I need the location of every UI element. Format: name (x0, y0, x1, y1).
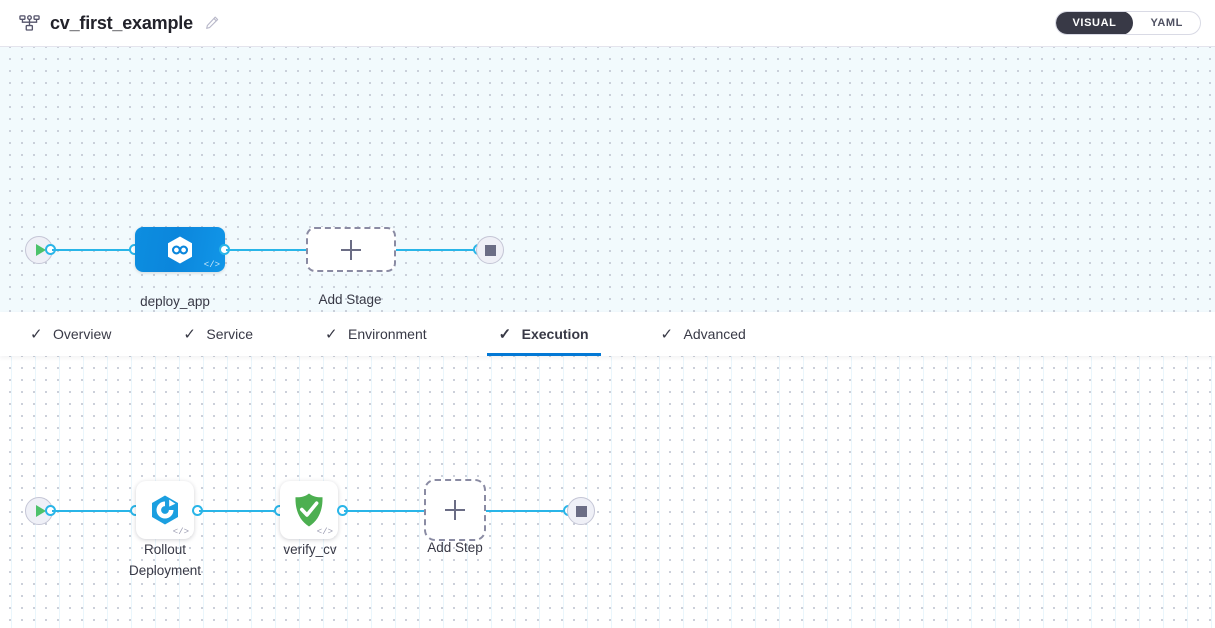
play-triangle (35, 244, 46, 256)
stage-label-add-stage: Add Stage (318, 292, 382, 307)
tab-service[interactable]: ✓ Service (171, 312, 265, 356)
view-toggle-yaml[interactable]: YAML (1150, 17, 1183, 29)
app-header: cv_first_example VISUAL YAML (0, 0, 1215, 47)
stop-icon (567, 497, 595, 525)
page-title: cv_first_example (50, 12, 193, 33)
stage-connector-1 (52, 249, 135, 251)
stage-end-node[interactable] (476, 236, 504, 264)
tab-overview[interactable]: ✓ Overview (18, 312, 123, 356)
add-step-button[interactable] (424, 479, 486, 541)
step-connector-3 (344, 510, 424, 512)
stage-connector-3 (396, 249, 479, 251)
header-left-group: cv_first_example (18, 12, 221, 34)
check-icon: ✓ (30, 325, 43, 343)
tab-label: Advanced (683, 326, 746, 342)
check-icon: ✓ (325, 325, 338, 343)
step-node-body[interactable]: </> (280, 481, 338, 539)
view-toggle-visual[interactable]: VISUAL (1055, 12, 1134, 34)
stage-label-deploy-app: deploy_app (140, 294, 210, 309)
rollout-deployment-icon (152, 495, 178, 525)
add-stage-node-body[interactable] (306, 227, 396, 272)
play-triangle (35, 505, 46, 517)
check-icon: ✓ (660, 325, 674, 343)
tab-label: Service (206, 326, 254, 342)
step-label-add-step: Add Step (427, 540, 483, 555)
step-connector-2 (199, 510, 277, 512)
execution-step-canvas[interactable]: </> Rollout Deployment </> verify_cv Add… (0, 356, 1215, 628)
harness-hexagon-icon (168, 236, 192, 263)
step-connector-4 (486, 510, 568, 512)
step-node-verify-cv[interactable]: </> (280, 481, 338, 539)
tab-label: Overview (53, 326, 112, 342)
tab-label: Execution (521, 326, 589, 342)
code-badge: </> (203, 260, 220, 270)
code-badge: </> (172, 527, 189, 537)
stop-square (484, 244, 496, 256)
header-right-group: VISUAL YAML (1054, 11, 1201, 35)
step-node-body[interactable]: </> (136, 481, 194, 539)
plus-icon (445, 500, 465, 520)
view-mode-toggle[interactable]: VISUAL YAML (1054, 11, 1201, 35)
tab-execution[interactable]: ✓ Execution (486, 312, 601, 356)
plus-icon (341, 239, 361, 260)
pipeline-graph-icon (18, 12, 40, 34)
check-icon: ✓ (183, 325, 196, 343)
tab-advanced[interactable]: ✓ Advanced (649, 312, 758, 356)
step-label-rollout-deployment: Rollout Deployment (128, 542, 202, 578)
add-stage-button[interactable] (306, 227, 396, 272)
stage-node-deploy-app[interactable]: </> (135, 227, 225, 272)
stage-connector-2 (226, 249, 306, 251)
tab-label: Environment (348, 326, 427, 342)
stage-canvas[interactable]: </> deploy_app Add Stage (0, 47, 1215, 312)
stop-square (575, 505, 587, 517)
step-label-verify-cv: verify_cv (283, 542, 337, 557)
stage-config-tabs[interactable]: ✓ Overview ✓ Service ✓ Environment ✓ Exe… (0, 312, 1215, 356)
step-connector-1 (52, 510, 136, 512)
pencil-icon[interactable] (203, 14, 221, 32)
check-icon: ✓ (498, 325, 512, 343)
stage-node-body[interactable]: </> (135, 227, 225, 272)
add-step-node-body[interactable] (424, 479, 486, 541)
green-shield-check-icon (295, 493, 323, 527)
step-node-rollout-deployment[interactable]: </> (136, 481, 194, 539)
stop-icon (476, 236, 504, 264)
code-badge: </> (316, 527, 333, 537)
step-end-node[interactable] (567, 497, 595, 525)
tab-environment[interactable]: ✓ Environment (313, 312, 439, 356)
